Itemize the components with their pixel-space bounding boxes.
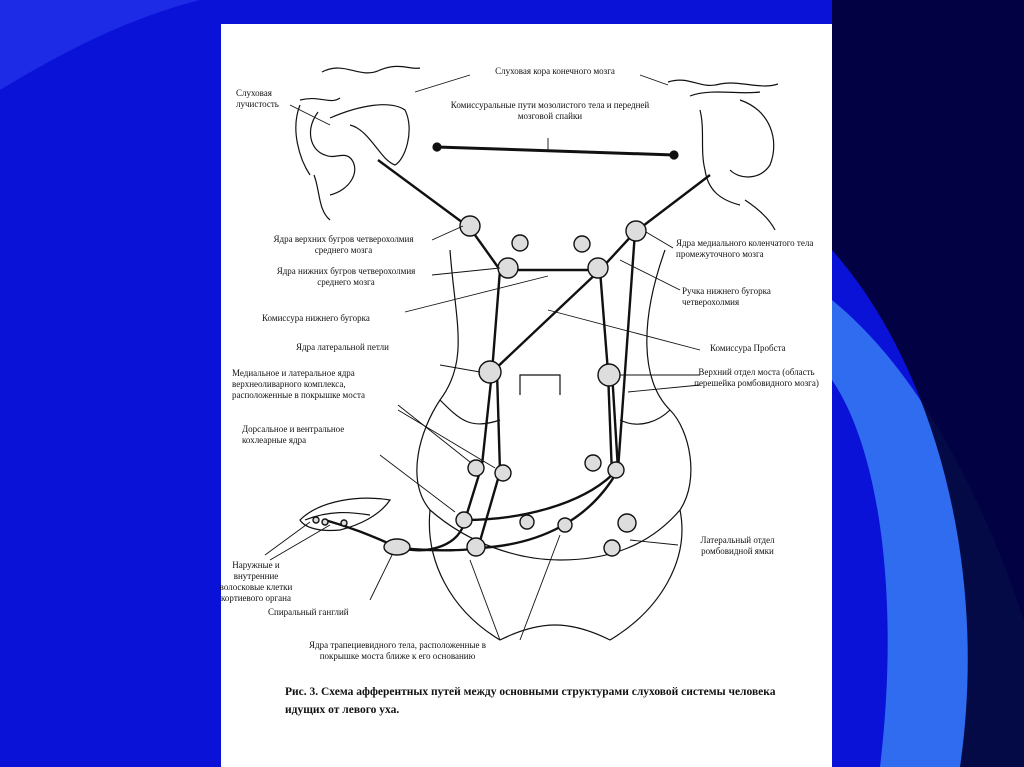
trapezoid-nucleus-b: [558, 518, 572, 532]
label-superior-olivary-nuclei: Медиальное и латеральное ядра верхнеолив…: [232, 368, 394, 401]
left-superior-colliculus: [512, 235, 528, 251]
rhomboid-lateral-b: [604, 540, 620, 556]
left-olivary-b: [495, 465, 511, 481]
cochlear-nucleus-dorsal: [456, 512, 472, 528]
commissural-bar: [437, 147, 674, 155]
label-lateral-lemniscus-nuclei: Ядра латеральной петли: [296, 342, 426, 353]
label-trapezoid-body-nuclei: Ядра трапециевидного тела, расположенные…: [290, 640, 505, 662]
figure-caption: Рис. 3. Схема афферентных путей между ос…: [285, 683, 805, 719]
label-probst-commissure: Комиссура Пробста: [710, 343, 800, 354]
right-olivary-b: [608, 462, 624, 478]
trapezoid-nucleus-a: [520, 515, 534, 529]
right-cortex-gyrus: [668, 80, 778, 230]
label-auditory-radiation: Слуховая лучистость: [236, 88, 306, 110]
label-hair-cells: Наружные и внутренние волосковые клетки …: [212, 560, 300, 604]
rhomboid-lateral-a: [618, 514, 636, 532]
label-inferior-colliculus-commissure: Комиссура нижнего бугорка: [262, 313, 407, 324]
right-superior-colliculus: [574, 236, 590, 252]
spiral-ganglion: [384, 539, 410, 555]
left-cortex-gyrus: [300, 66, 420, 195]
brainstem-outline: [417, 250, 691, 560]
right-inferior-colliculus: [588, 258, 608, 278]
label-auditory-cortex: Слуховая кора конечного мозга: [470, 66, 640, 77]
right-medial-geniculate: [626, 221, 646, 241]
label-lateral-rhomboid-fossa: Латеральный отдел ромбовидной ямки: [680, 535, 795, 557]
label-spiral-ganglion: Спиральный ганглий: [268, 607, 368, 618]
label-commissural-paths: Комиссуральные пути мозолистого тела и п…: [450, 100, 650, 122]
right-lateral-lemniscus: [598, 364, 620, 386]
cochlear-nucleus-ventral: [467, 538, 485, 556]
label-inferior-colliculus-arm: Ручка нижнего бугорка четверохолмия: [682, 286, 802, 308]
label-medial-geniculate-nuclei: Ядра медиального коленчатого тела промеж…: [676, 238, 826, 260]
label-upper-pons: Верхний отдел моста (область перешейка р…: [694, 367, 819, 389]
left-olivary-a: [468, 460, 484, 476]
left-lateral-lemniscus: [479, 361, 501, 383]
right-olivary-a: [585, 455, 601, 471]
label-inferior-colliculi-nuclei: Ядра нижних бугров четверохолмия среднег…: [260, 266, 432, 288]
label-superior-colliculi-nuclei: Ядра верхних бугров четверохолмия средне…: [256, 234, 431, 256]
label-cochlear-nuclei: Дорсальное и вентральное кохлеарные ядра: [242, 424, 377, 446]
left-inferior-colliculus: [498, 258, 518, 278]
